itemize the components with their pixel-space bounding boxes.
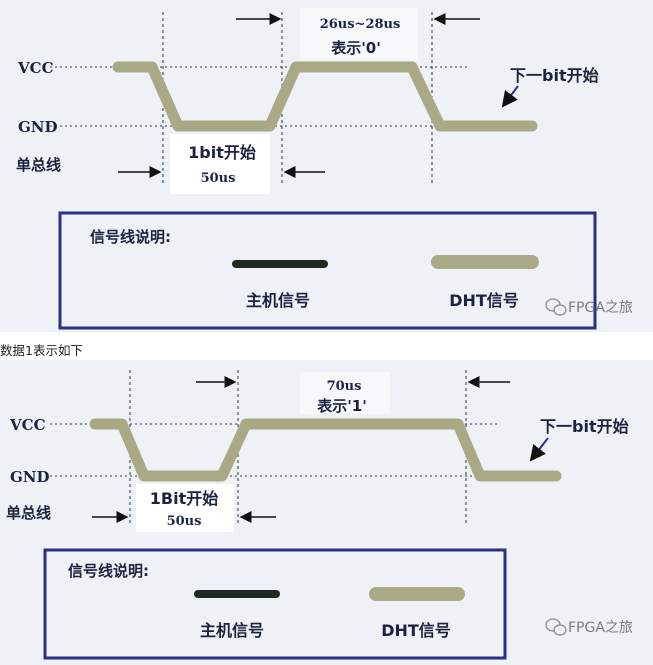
watermark-label: FPGA之旅: [568, 620, 633, 636]
vcc-label: VCC: [17, 59, 54, 77]
legend-title: 信号线说明:: [90, 228, 171, 246]
watermark-label: FPGA之旅: [568, 300, 633, 316]
next-bit-label: 下一bit开始: [510, 66, 599, 85]
host-signal-label: 主机信号: [200, 621, 264, 640]
meaning-label: 表示'0': [331, 39, 381, 57]
high-duration-label: 70us: [327, 379, 362, 394]
bus-label: 单总线: [6, 504, 51, 522]
legend-box: [58, 211, 597, 330]
timing-diagram-svg: VCC GND 单总线 70us 表示'1' 1Bit开始 50us 下一bit…: [6, 370, 633, 660]
caption-text: 数据1表示如下: [0, 343, 83, 358]
timing-diagram-bit-1: VCC GND 单总线 70us 表示'1' 1Bit开始 50us 下一bit…: [0, 360, 653, 665]
timing-diagram-bit-0: VCC GND 单总线 26us~28us 表示'0' 1bit开始 50us …: [0, 0, 653, 332]
high-duration-label: 26us~28us: [320, 17, 401, 32]
meaning-label: 表示'1': [317, 397, 367, 415]
start-label: 1bit开始: [188, 143, 256, 162]
gnd-label: GND: [18, 118, 58, 136]
dht-waveform: [89, 418, 562, 482]
next-bit-label: 下一bit开始: [540, 417, 629, 436]
host-signal-label: 主机信号: [246, 291, 310, 310]
gnd-label: GND: [10, 468, 50, 486]
wechat-icon: [545, 618, 567, 636]
label-bg: [136, 484, 234, 532]
start-label: 1Bit开始: [150, 489, 218, 508]
label-bg: [300, 8, 418, 60]
timing-diagram-svg: VCC GND 单总线 26us~28us 表示'0' 1bit开始 50us …: [16, 8, 633, 330]
vcc-label: VCC: [9, 416, 46, 434]
bus-label: 单总线: [16, 156, 61, 174]
dht-signal-label: DHT信号: [381, 621, 451, 640]
label-bg: [170, 134, 270, 194]
next-bit-arrow: [501, 85, 519, 108]
label-bg: [300, 372, 390, 414]
next-bit-arrow: [529, 437, 549, 462]
legend-title: 信号线说明:: [68, 562, 149, 580]
dht-waveform: [112, 61, 538, 132]
legend-box: [43, 548, 507, 660]
dht-signal-label: DHT信号: [449, 291, 519, 310]
start-duration-label: 50us: [167, 514, 202, 529]
wechat-icon: [545, 298, 567, 316]
start-duration-label: 50us: [201, 171, 236, 186]
